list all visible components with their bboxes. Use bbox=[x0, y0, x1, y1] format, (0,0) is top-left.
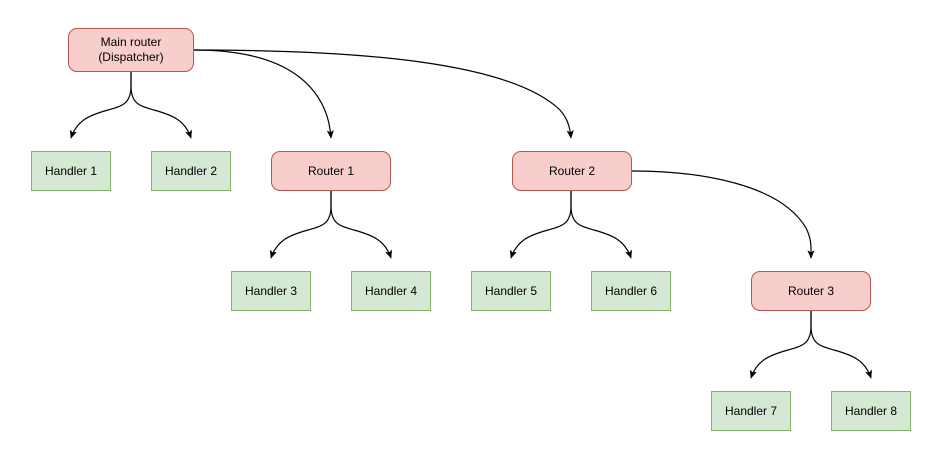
node-handler-1-label: Handler 1 bbox=[44, 163, 98, 178]
node-handler-1[interactable]: Handler 1 bbox=[31, 151, 111, 191]
node-handler-6[interactable]: Handler 6 bbox=[591, 271, 671, 311]
node-handler-5[interactable]: Handler 5 bbox=[471, 271, 551, 311]
edge-router-2-to-router-3 bbox=[631, 170, 815, 259]
edge-main-router-to-router-2 bbox=[193, 49, 574, 139]
edge-router-3-to-handler-7 bbox=[750, 311, 812, 379]
node-router-3-label: Router 3 bbox=[787, 283, 835, 298]
edge-main-router-to-router-1 bbox=[193, 49, 334, 139]
edge-router-2-to-handler-5 bbox=[510, 191, 572, 259]
node-main-router-label: Main router (Dispatcher) bbox=[98, 35, 164, 64]
node-handler-3-label: Handler 3 bbox=[244, 283, 298, 298]
node-handler-4-label: Handler 4 bbox=[364, 283, 418, 298]
node-handler-8-label: Handler 8 bbox=[844, 403, 898, 418]
node-handler-2[interactable]: Handler 2 bbox=[151, 151, 231, 191]
edge-router-3-to-handler-8 bbox=[810, 311, 872, 379]
node-handler-7[interactable]: Handler 7 bbox=[711, 391, 791, 431]
edge-router-2-to-handler-6 bbox=[570, 191, 632, 259]
node-handler-3[interactable]: Handler 3 bbox=[231, 271, 311, 311]
edge-router-1-to-handler-3 bbox=[270, 191, 332, 259]
node-handler-8[interactable]: Handler 8 bbox=[831, 391, 911, 431]
edge-main-router-to-handler-2 bbox=[130, 72, 192, 139]
edge-router-1-to-handler-4 bbox=[330, 191, 392, 259]
node-router-1[interactable]: Router 1 bbox=[271, 151, 391, 191]
node-handler-7-label: Handler 7 bbox=[724, 403, 778, 418]
node-handler-2-label: Handler 2 bbox=[164, 163, 218, 178]
node-router-3[interactable]: Router 3 bbox=[751, 271, 871, 311]
node-router-1-label: Router 1 bbox=[307, 163, 355, 178]
node-handler-4[interactable]: Handler 4 bbox=[351, 271, 431, 311]
node-main-router[interactable]: Main router (Dispatcher) bbox=[68, 28, 194, 72]
node-router-2[interactable]: Router 2 bbox=[512, 151, 632, 191]
node-router-2-label: Router 2 bbox=[548, 163, 596, 178]
node-handler-5-label: Handler 5 bbox=[484, 283, 538, 298]
node-handler-6-label: Handler 6 bbox=[604, 283, 658, 298]
edge-main-router-to-handler-1 bbox=[70, 72, 132, 139]
